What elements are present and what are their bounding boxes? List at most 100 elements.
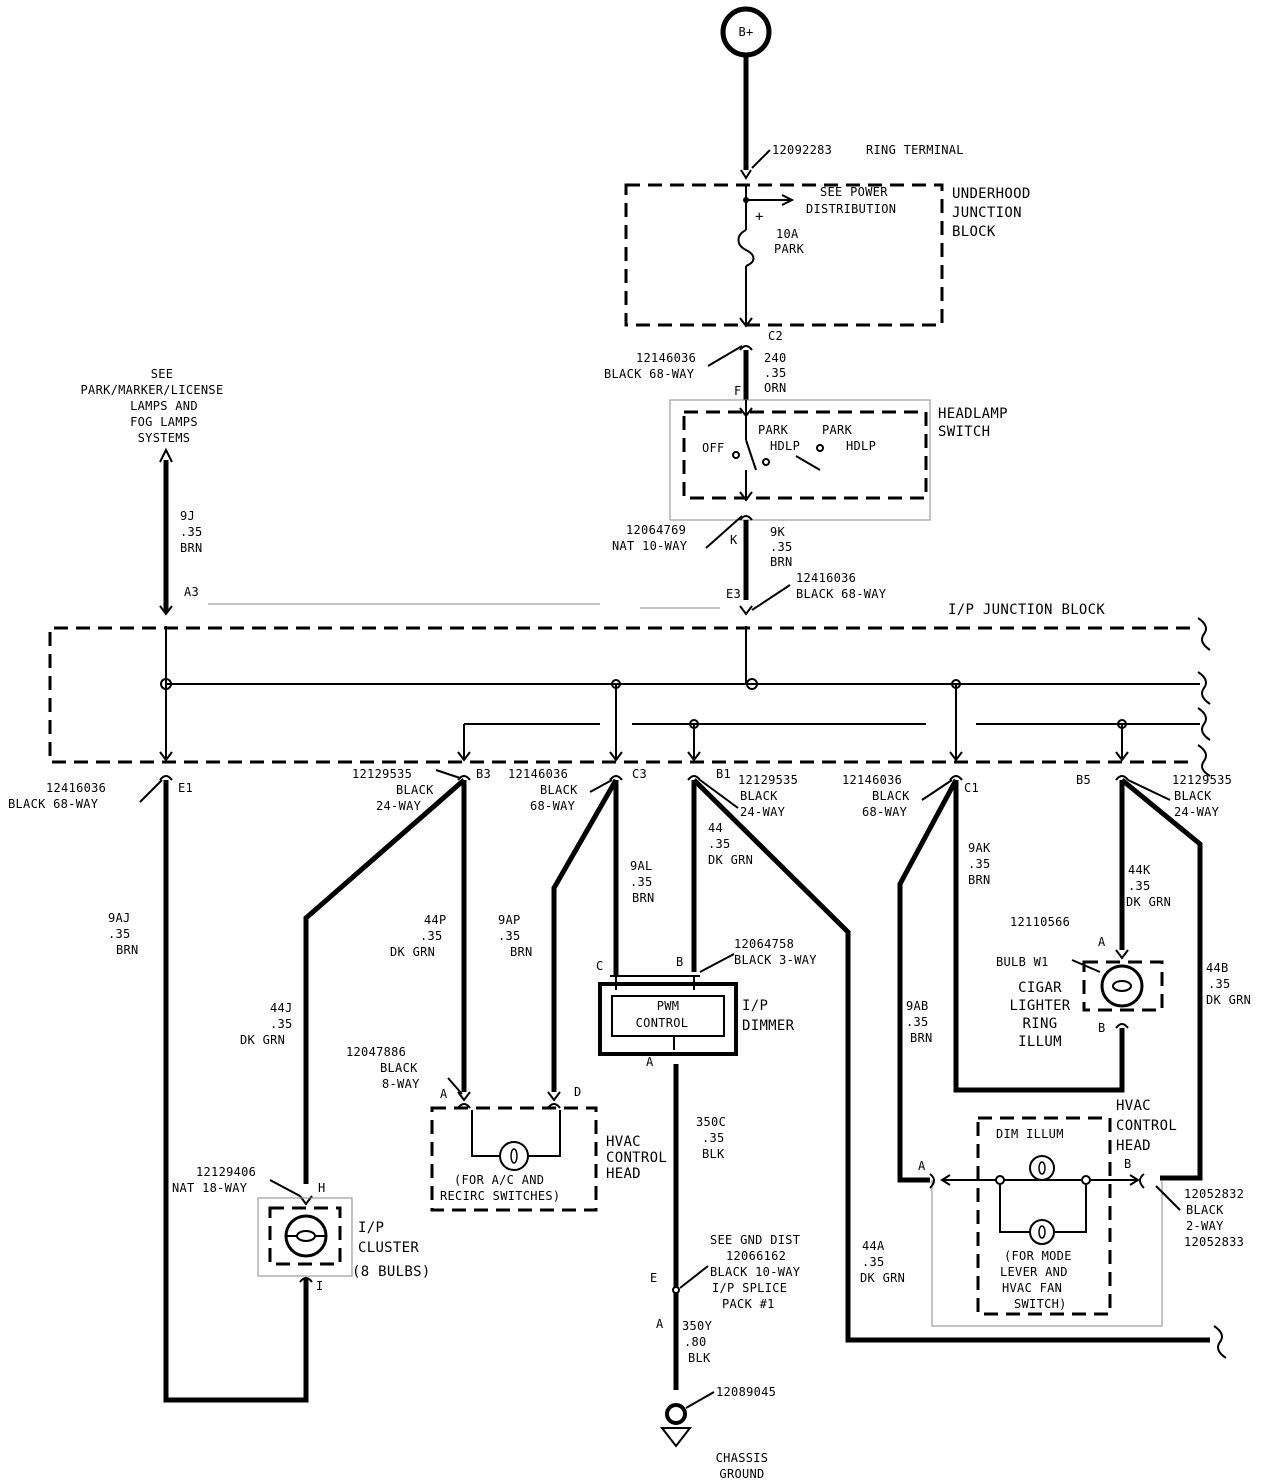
a3-ghost-line: [208, 603, 720, 609]
cluster-part: 12129406: [196, 1165, 256, 1179]
hvac-left-desc-2: 8-WAY: [382, 1077, 420, 1091]
cigar-bottom-pin: [1115, 1023, 1129, 1029]
b3-desc-2: 24-WAY: [376, 799, 422, 813]
cluster-filament: [296, 1230, 316, 1242]
hvac-right-part2: 12052833: [1184, 1235, 1244, 1249]
splice-note-2: 12066162: [726, 1249, 786, 1263]
b3-leader: [435, 769, 461, 779]
b1-desc-2: 24-WAY: [740, 805, 786, 819]
cigar-part: 12110566: [1010, 915, 1070, 929]
hvac-left-title-3: HEAD: [606, 1166, 641, 1182]
c2-desc: BLACK 68-WAY: [604, 367, 695, 381]
wire-350c-color: BLK: [702, 1147, 725, 1161]
dimmer-inner-2: CONTROL: [636, 1016, 689, 1030]
hvac-right-pin-b: B: [1124, 1157, 1132, 1171]
c1-desc-1: BLACK: [872, 789, 910, 803]
switch-contact-park: [762, 458, 770, 466]
wire-9aj-color: BRN: [116, 943, 139, 957]
ground-title-2: GROUND: [719, 1467, 764, 1481]
wire-44j-gauge: .35: [270, 1017, 293, 1031]
pin-a3: A3: [184, 585, 199, 599]
cigar-title-1: CIGAR: [1018, 980, 1062, 996]
ip-block-socket-marks: [159, 775, 1129, 781]
headlamp-title-2: SWITCH: [938, 424, 990, 440]
underhood-junction-block: [624, 183, 944, 327]
hvac-left-leader: [447, 1077, 463, 1095]
b3-pin: B3: [476, 767, 491, 781]
hvac-left-pin-a: A: [440, 1087, 448, 1101]
wire-9ab-color: BRN: [910, 1031, 933, 1045]
e1-part: 12416036: [46, 781, 106, 795]
c3-desc-2: 68-WAY: [530, 799, 576, 813]
cigar-title-4: ILLUM: [1018, 1034, 1062, 1050]
c3-desc-1: BLACK: [540, 783, 578, 797]
wire-9k-gauge: .35: [770, 540, 793, 554]
wire-44a-break: [1213, 1325, 1227, 1359]
wire-9ap-color: BRN: [510, 945, 533, 959]
b3-desc-1: BLACK: [396, 783, 434, 797]
splice-node: [672, 1286, 680, 1294]
dimmer-pin-b: B: [676, 955, 684, 969]
bus-node-3: [746, 678, 758, 690]
cluster-title-2: CLUSTER: [358, 1240, 419, 1256]
dim-bus-drops: [463, 724, 1123, 760]
wire-44p-circuit: 44P: [424, 913, 447, 927]
wire-9k-color: BRN: [770, 555, 793, 569]
see-park-arrow: [159, 447, 173, 463]
hvac-right-inner: DIM ILLUM: [996, 1127, 1064, 1141]
conn-k-desc: NAT 10-WAY: [612, 539, 688, 553]
splice-note-4: I/P SPLICE: [712, 1281, 787, 1295]
e3-pin: E3: [726, 587, 741, 601]
switch-contact-hdlp: [816, 444, 824, 452]
cigar-pin-b: B: [1098, 1021, 1106, 1035]
dimmer-desc: BLACK 3-WAY: [734, 953, 817, 967]
hvac-right-box: [976, 1116, 1112, 1316]
e1-pin: E1: [178, 781, 193, 795]
wire-9ap-gauge: .35: [498, 929, 521, 943]
wire-9j-circuit: 9J: [180, 509, 195, 523]
hvac-right-bulb-top-icon: [1029, 1155, 1055, 1181]
hvac-right-title-1: HVAC: [1116, 1098, 1151, 1114]
b1-desc-1: BLACK: [740, 789, 778, 803]
splice-pin-a: A: [656, 1317, 664, 1331]
ip-block-break-4: [1197, 744, 1211, 777]
underhood-title-3: BLOCK: [952, 224, 996, 240]
c1-leader: [921, 779, 953, 801]
b1-pin: B1: [716, 767, 731, 781]
e1-leader: [139, 779, 163, 803]
c3-part: 12146036: [508, 767, 568, 781]
battery-label: B+: [738, 25, 753, 39]
b5-desc-2: 24-WAY: [1174, 805, 1220, 819]
cluster-pin-i: I: [316, 1279, 324, 1293]
headlamp-switch-box: [682, 410, 928, 500]
fuse-plus-mark: +: [755, 209, 764, 225]
hvac-right-sockets: [929, 1173, 1145, 1189]
cluster-title-3: (8 BULBS): [352, 1264, 431, 1280]
wire-44b-color: DK GRN: [1206, 993, 1251, 1007]
hvac-left-desc-1: BLACK: [380, 1061, 418, 1075]
cluster-desc: NAT 18-WAY: [172, 1181, 248, 1195]
switch-pos-hdlp: HDLP: [770, 439, 800, 453]
fuse-rating: 10A: [776, 227, 799, 241]
cluster-outline: [257, 1197, 353, 1277]
wire-44k-gauge: .35: [1128, 879, 1151, 893]
ring-terminal-mark: [740, 169, 752, 180]
wire-9aj: [163, 780, 309, 1403]
hvac-right-desc-1: BLACK: [1186, 1203, 1224, 1217]
headlamp-title-1: HEADLAMP: [938, 406, 1008, 422]
conn-k-leader: [705, 515, 743, 549]
hvac-right-node-2: [1081, 1175, 1091, 1185]
wire-350y-color: BLK: [688, 1351, 711, 1365]
c2-leader: [707, 345, 743, 367]
hvac-left-pin-d: D: [574, 1085, 582, 1099]
wire-9aj-gauge: .35: [108, 927, 131, 941]
ip-block-break-2: [1197, 671, 1211, 705]
wire-9k-circuit: 9K: [770, 525, 786, 539]
c2-pin: C2: [768, 329, 783, 343]
see-park-2: PARK/MARKER/LICENSE: [81, 383, 224, 397]
underhood-title-1: UNDERHOOD: [952, 186, 1031, 202]
dimmer-part: 12064758: [734, 937, 794, 951]
wire-240-gauge: .35: [764, 366, 787, 380]
ground-ring-terminal: [665, 1403, 687, 1425]
